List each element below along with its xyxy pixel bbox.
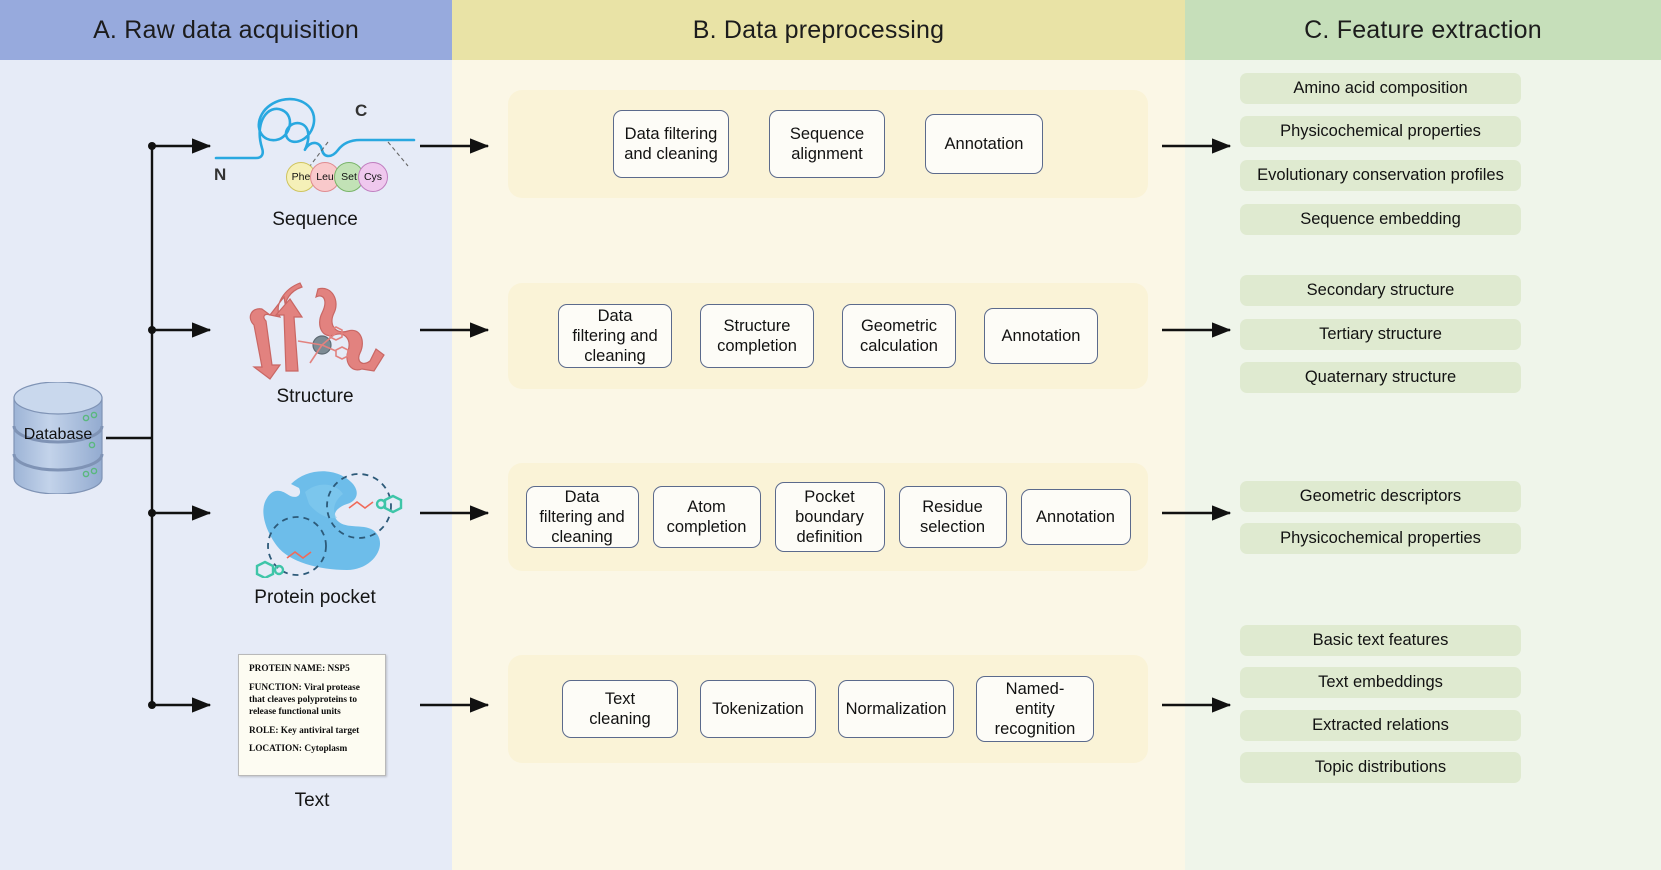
feature-pill[interactable]: Tertiary structure [1240, 319, 1521, 350]
residue-bead: Cys [358, 162, 388, 192]
row-label-text: Text [294, 790, 330, 811]
text-document-icon: PROTEIN NAME: NSP5 FUNCTION: Viral prote… [238, 654, 386, 776]
preprocessing-step[interactable]: Pocket boundary definition [774, 482, 885, 552]
residue-bead: Phe [286, 162, 316, 192]
feature-label: Extracted relations [1312, 716, 1449, 734]
feature-pill[interactable]: Amino acid composition [1240, 73, 1521, 104]
feature-pill[interactable]: Topic distributions [1240, 752, 1521, 783]
step-label: Data filtering and cleaning [539, 487, 625, 547]
step-label: Sequence alignment [789, 124, 865, 163]
preprocessing-step[interactable]: Named-entity recognition [976, 676, 1094, 742]
step-label: Named-entity recognition [994, 679, 1076, 739]
feature-pill[interactable]: Extracted relations [1240, 710, 1521, 741]
preprocessing-step[interactable]: Residue selection [898, 486, 1007, 548]
step-label: Pocket boundary definition [795, 487, 864, 547]
preprocessing-step[interactable]: Sequence alignment [769, 110, 885, 178]
step-label: Text cleaning [589, 689, 651, 728]
document-line: LOCATION: Cytoplasm [249, 744, 348, 755]
database-label: Database [23, 426, 93, 443]
preprocessing-step[interactable]: Data filtering and cleaning [558, 304, 672, 368]
preprocessing-group-pocket: Data filtering and cleaning Atom complet… [508, 463, 1148, 571]
preprocessing-group-text: Text cleaning Tokenization Normalization… [508, 655, 1148, 763]
feature-pill[interactable]: Geometric descriptors [1240, 481, 1521, 512]
preprocessing-step[interactable]: Tokenization [700, 680, 816, 738]
document-line: ROLE: Key antiviral target [249, 725, 360, 736]
structure-illustration [240, 275, 410, 385]
feature-pill[interactable]: Physicochemical properties [1240, 116, 1521, 147]
step-label: Tokenization [712, 699, 804, 718]
preprocessing-step[interactable]: Annotation [925, 114, 1043, 174]
sequence-illustration: N C [210, 88, 425, 198]
step-label: Residue selection [919, 497, 986, 536]
pocket-illustration [235, 458, 420, 580]
database-icon: Database [10, 381, 106, 495]
preprocessing-group-sequence: Data filtering and cleaning Sequence ali… [508, 90, 1148, 198]
feature-label: Basic text features [1312, 631, 1449, 649]
step-label: Geometric calculation [860, 316, 938, 355]
column-b-header: B. Data preprocessing [452, 0, 1185, 60]
preprocessing-step[interactable]: Data filtering and cleaning [525, 486, 639, 548]
residue-bead: Leu [310, 162, 340, 192]
svg-text:C: C [355, 101, 367, 120]
step-label: Data filtering and cleaning [572, 306, 658, 366]
feature-pill[interactable]: Quaternary structure [1240, 362, 1521, 393]
feature-label: Geometric descriptors [1299, 487, 1462, 505]
step-label: Annotation [1036, 507, 1115, 526]
svg-text:N: N [214, 165, 226, 184]
document-line: FUNCTION: Viral protease that cleaves po… [249, 682, 360, 717]
preprocessing-group-structure: Data filtering and cleaning Structure co… [508, 283, 1148, 389]
feature-label: Tertiary structure [1319, 325, 1442, 343]
feature-pill[interactable]: Text embeddings [1240, 667, 1521, 698]
preprocessing-step[interactable]: Annotation [1020, 489, 1131, 545]
row-label-structure: Structure [276, 386, 354, 407]
feature-pill[interactable]: Sequence embedding [1240, 204, 1521, 235]
feature-label: Quaternary structure [1304, 368, 1457, 386]
step-label: Annotation [944, 134, 1024, 153]
feature-label: Secondary structure [1306, 281, 1455, 299]
preprocessing-step[interactable]: Data filtering and cleaning [613, 110, 729, 178]
feature-label: Physicochemical properties [1280, 529, 1481, 547]
column-c-header: C. Feature extraction [1185, 0, 1661, 60]
document-line: PROTEIN NAME: NSP5 [249, 664, 350, 674]
row-label-sequence: Sequence [272, 209, 358, 230]
step-label: Normalization [845, 699, 947, 718]
step-label: Structure completion [717, 316, 797, 355]
preprocessing-step[interactable]: Text cleaning [562, 680, 678, 738]
step-label: Annotation [1001, 326, 1081, 345]
feature-label: Amino acid composition [1293, 79, 1468, 97]
row-label-pocket: Protein pocket [254, 587, 376, 608]
feature-label: Sequence embedding [1300, 210, 1461, 228]
preprocessing-step[interactable]: Annotation [984, 308, 1098, 364]
feature-pill[interactable]: Basic text features [1240, 625, 1521, 656]
feature-label: Physicochemical properties [1280, 122, 1481, 140]
column-a-header: A. Raw data acquisition [0, 0, 452, 60]
preprocessing-step[interactable]: Normalization [838, 680, 954, 738]
feature-label: Topic distributions [1314, 758, 1447, 776]
feature-pill[interactable]: Physicochemical properties [1240, 523, 1521, 554]
feature-pill[interactable]: Secondary structure [1240, 275, 1521, 306]
feature-label: Text embeddings [1318, 673, 1443, 691]
step-label: Atom completion [666, 497, 747, 536]
feature-pill[interactable]: Evolutionary conservation profiles [1240, 160, 1521, 191]
preprocessing-step[interactable]: Structure completion [700, 304, 814, 368]
preprocessing-step[interactable]: Geometric calculation [842, 304, 956, 368]
preprocessing-step[interactable]: Atom completion [652, 486, 761, 548]
feature-label: Evolutionary conservation profiles [1257, 166, 1504, 184]
step-label: Data filtering and cleaning [624, 124, 718, 163]
